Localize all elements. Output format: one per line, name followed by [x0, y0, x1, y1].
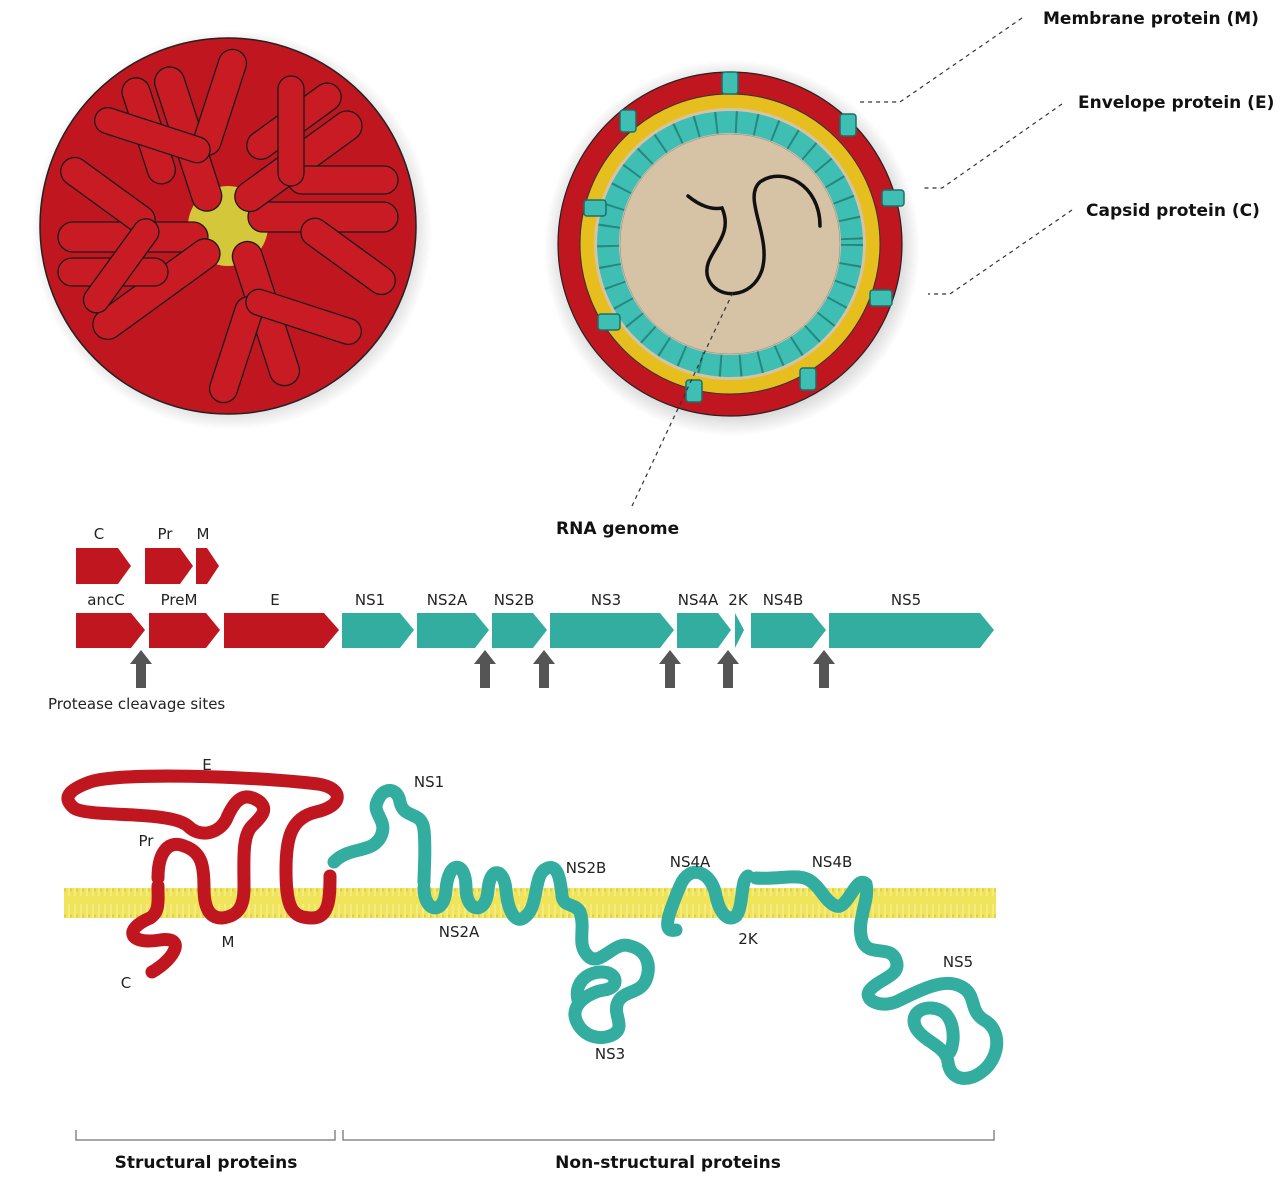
cleavage-sites-label: Protease cleavage sites	[48, 695, 225, 713]
gene-box-2k	[735, 613, 744, 648]
virion-surface-view	[32, 30, 432, 430]
gene-box-ns4b	[751, 613, 826, 648]
gene-box-ancc	[76, 613, 145, 648]
chain-ns4a	[661, 865, 743, 937]
virion-cross-section	[544, 60, 920, 436]
chain-ns3	[568, 905, 655, 1044]
gene-box-m	[196, 548, 219, 584]
genome-top-row: C Pr M	[76, 525, 219, 584]
gene-label-e: E	[270, 591, 279, 609]
chain-2k	[729, 869, 755, 923]
gene-box-ns4a	[677, 613, 731, 648]
cleavage-arrow-icon	[717, 650, 739, 688]
topology-label-ns3: NS3	[595, 1045, 625, 1063]
chain-ns2a	[417, 860, 533, 926]
nonstructural-bracket	[342, 1130, 995, 1141]
topology-label-ns1: NS1	[414, 773, 444, 791]
structural-proteins-label: Structural proteins	[115, 1153, 298, 1173]
cleavage-arrow-icon	[533, 650, 555, 688]
gene-box-ns3	[550, 613, 674, 648]
gene-label-c: C	[94, 525, 104, 543]
topology-label-2k: 2K	[738, 930, 759, 948]
topology-label-ns4a: NS4A	[670, 853, 711, 871]
gene-box-c	[76, 548, 131, 584]
gene-box-ns1	[342, 613, 414, 648]
genome-map: C Pr M ancC PreM E NS1 NS2A NS2B NS3 NS4…	[48, 525, 994, 713]
gene-box-e	[224, 613, 339, 648]
topology-label-ns2a: NS2A	[439, 923, 480, 941]
rna-genome-label: RNA genome	[556, 519, 679, 539]
gene-label-ns2a: NS2A	[427, 591, 468, 609]
cleavage-arrow-icon	[130, 650, 152, 688]
membrane-topology: E Pr M C NS1 NS2A NS2B NS3 NS4A 2K NS4B …	[61, 756, 1004, 1085]
chain-ns1	[327, 784, 432, 889]
gene-label-2k: 2K	[728, 591, 749, 609]
genome-main-row: ancC PreM E NS1 NS2A NS2B NS3 NS4A 2K NS…	[76, 591, 994, 648]
gene-box-ns2a	[417, 613, 489, 648]
gene-label-ns5: NS5	[891, 591, 921, 609]
gene-label-m: M	[197, 525, 210, 543]
topology-label-ns4b: NS4B	[812, 853, 853, 871]
structural-bracket	[75, 1130, 336, 1141]
gene-box-pr	[145, 548, 193, 584]
chain-ns2b	[519, 861, 587, 923]
topology-label-ns2b: NS2B	[566, 859, 607, 877]
topology-label-m: M	[222, 933, 235, 951]
cleavage-arrow-icon	[474, 650, 496, 688]
cleavage-arrow-icon	[659, 650, 681, 688]
protein-groups: Structural proteins Non-structural prote…	[75, 1130, 995, 1173]
gene-label-ns4a: NS4A	[678, 591, 719, 609]
gene-label-ns1: NS1	[355, 591, 385, 609]
gene-box-ns2b	[492, 613, 547, 648]
gene-label-ns3: NS3	[591, 591, 621, 609]
gene-box-prem	[149, 613, 220, 648]
virion-labels: Membrane protein (M) Envelope protein (E…	[556, 9, 1274, 539]
topology-label-ns5: NS5	[943, 953, 973, 971]
topology-label-pr: Pr	[139, 832, 155, 850]
gene-label-prem: PreM	[161, 591, 198, 609]
topology-label-c: C	[121, 974, 131, 992]
chain-prem	[61, 769, 344, 925]
cleavage-arrows	[130, 650, 835, 688]
gene-label-ns4b: NS4B	[763, 591, 804, 609]
membrane-protein-label: Membrane protein (M)	[1043, 9, 1259, 29]
cleavage-arrow-icon	[813, 650, 835, 688]
gene-label-pr: Pr	[158, 525, 174, 543]
rna-genome-strand	[686, 174, 822, 296]
capsid-protein-label: Capsid protein (C)	[1086, 201, 1260, 221]
chain-c	[126, 879, 182, 979]
chain-ns4b	[749, 870, 873, 913]
gene-label-ns2b: NS2B	[494, 591, 535, 609]
chain-ns5	[854, 877, 1004, 1085]
gene-label-ancc: ancC	[87, 591, 124, 609]
envelope-protein-label: Envelope protein (E)	[1078, 93, 1274, 113]
topology-label-e: E	[202, 756, 211, 774]
nonstructural-proteins-label: Non-structural proteins	[555, 1153, 781, 1173]
gene-box-ns5	[829, 613, 994, 648]
